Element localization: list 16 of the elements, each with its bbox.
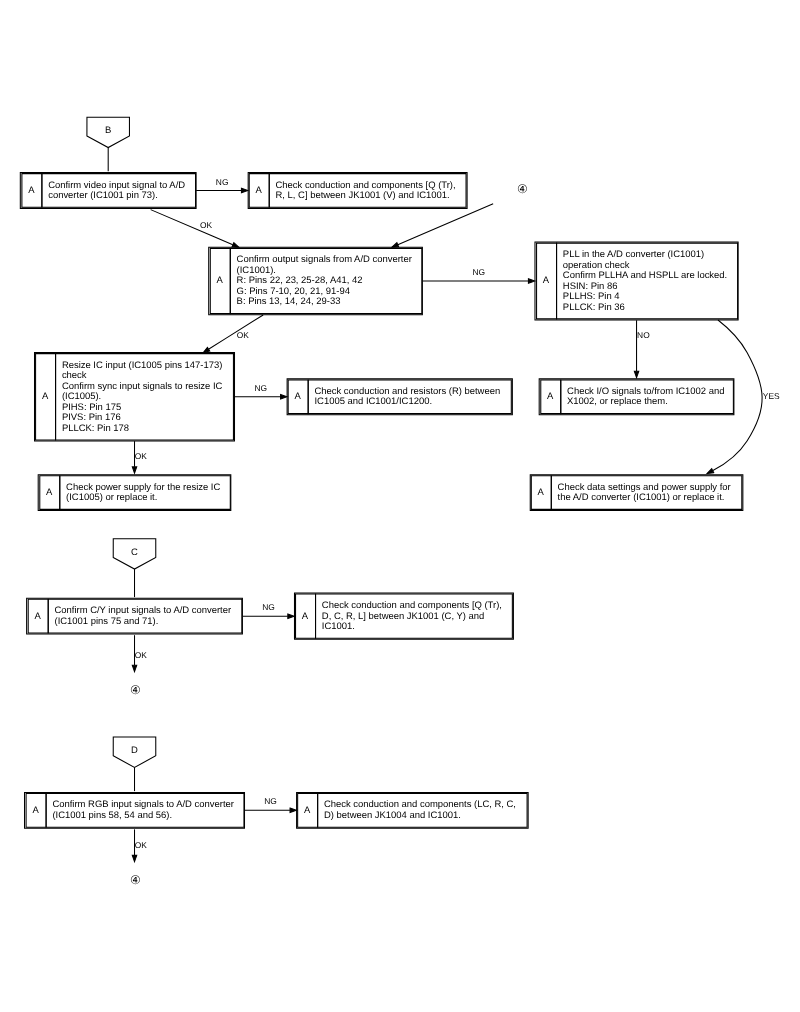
arrow [131,827,138,863]
arrow [705,318,763,474]
connector [107,146,109,171]
arrow [390,202,494,247]
arrow [244,806,298,813]
arrow [201,313,264,353]
arrow [131,439,138,474]
arrow [421,277,537,283]
arrow [150,208,241,247]
connector [134,765,136,791]
arrow [195,186,250,193]
arrow [633,318,640,379]
connector [134,567,136,597]
arrow [234,392,289,399]
arrow [131,633,138,673]
arrow [242,612,296,619]
